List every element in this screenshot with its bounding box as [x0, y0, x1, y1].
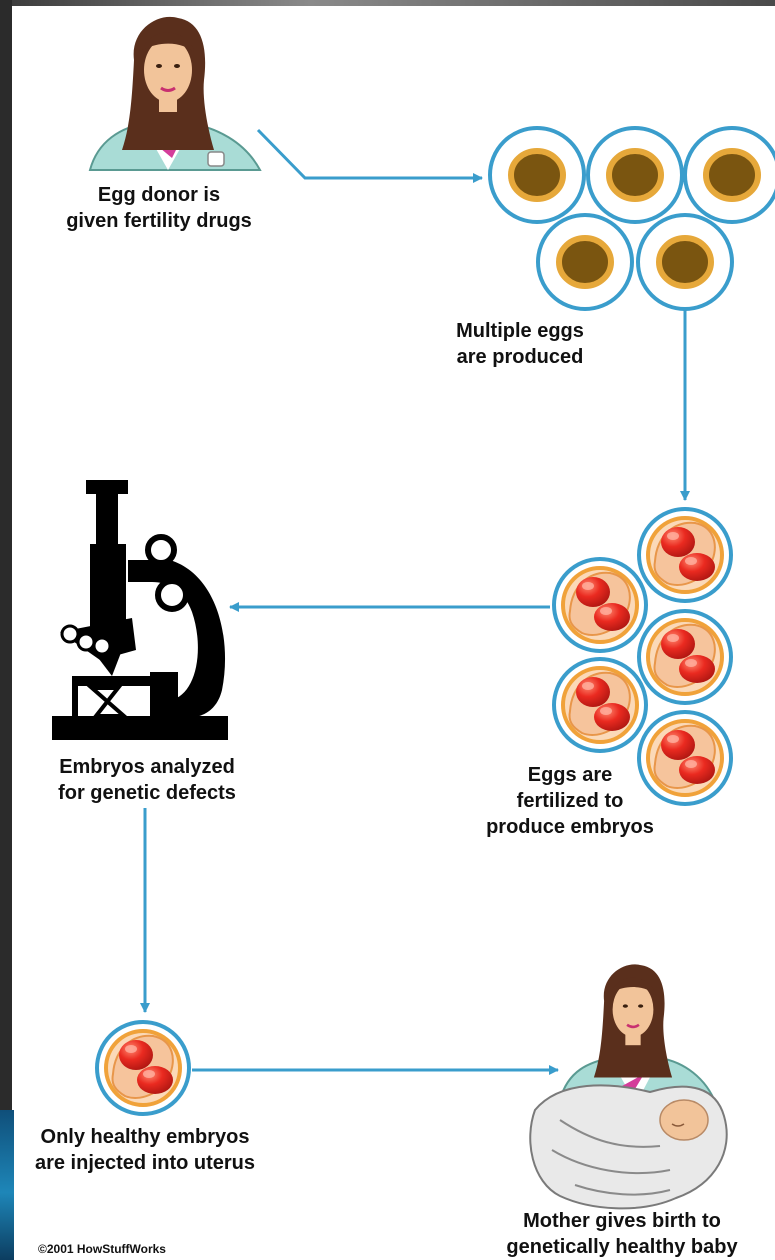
- egg-cell-icon: [685, 128, 775, 222]
- step-egg-donor-label: Egg donor is given fertility drugs: [66, 184, 252, 232]
- embryo-icon: [552, 557, 648, 653]
- step-mother-gives-birth-label: Mother gives birth to genetically health…: [506, 1210, 738, 1258]
- egg-cell-icon: [538, 215, 632, 309]
- copyright-notice: ©2001 HowStuffWorks: [38, 1242, 166, 1256]
- embryos-cluster: [552, 507, 733, 806]
- mother-baby-icon: [529, 963, 728, 1210]
- step-fertilized-label: Eggs are fertilized to produce embryos: [486, 764, 654, 838]
- diagram-panel: Egg donor is given fertility drugs Multi…: [12, 6, 775, 1260]
- egg-cell-icon: [638, 215, 732, 309]
- egg-cell-icon: [588, 128, 682, 222]
- microscope-icon: [52, 480, 228, 740]
- embryo-icon: [637, 507, 733, 603]
- window-top-border: [0, 0, 775, 6]
- healthy-embryo-icon: [95, 1020, 191, 1116]
- step-embryos-analyzed-label: Embryos analyzed for genetic defects: [58, 756, 236, 804]
- egg-cells-cluster: [490, 128, 775, 309]
- embryo-icon: [637, 609, 733, 705]
- step-healthy-embryos-injected-label: Only healthy embryos are injected into u…: [34, 1126, 256, 1174]
- arrow-donor-to-eggs: [256, 128, 483, 183]
- step-multiple-eggs-label: Multiple eggs are produced: [456, 320, 584, 368]
- ivf-process-diagram: [52, 15, 775, 1210]
- egg-cell-icon: [490, 128, 584, 222]
- egg-donor-woman-icon: [88, 15, 262, 171]
- window-left-border: [0, 0, 12, 1260]
- window-corner-accent: [0, 1110, 14, 1260]
- embryo-icon: [552, 657, 648, 753]
